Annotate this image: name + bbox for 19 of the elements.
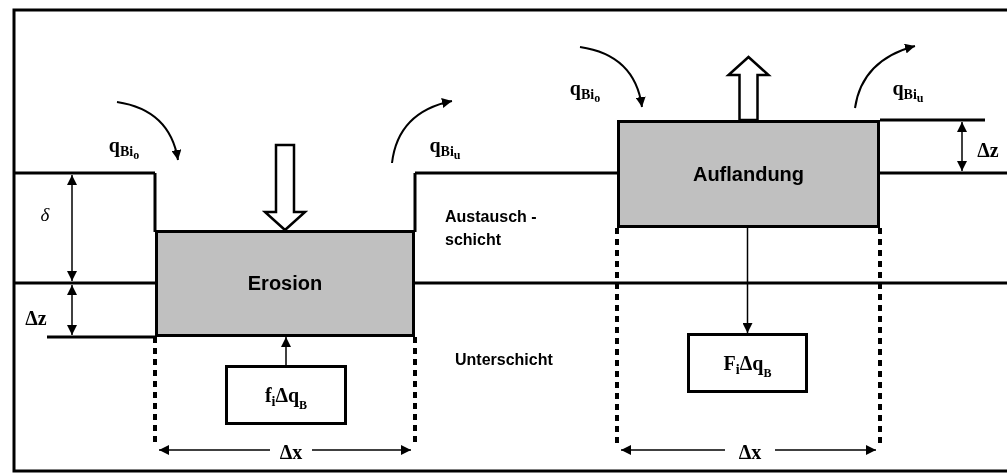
shaded-block xyxy=(155,230,415,337)
dimension-label: δ xyxy=(40,204,50,226)
arrow xyxy=(742,227,753,334)
layer-label: Austausch - schicht xyxy=(445,206,538,250)
arrow xyxy=(281,336,291,366)
process-label: Auflandung xyxy=(692,162,805,186)
hollow-arrow xyxy=(261,143,309,232)
formula-text: F$_{i}$Δq$_{B}$ xyxy=(723,351,772,375)
formula-text: f$_{i}$Δq$_{B}$ xyxy=(264,383,308,407)
formula-box xyxy=(225,365,347,425)
dimension-label: Δx xyxy=(738,440,762,464)
hollow-arrow xyxy=(725,55,772,122)
shaded-block xyxy=(617,120,880,228)
dimension-label: Δz xyxy=(977,138,999,162)
layer-label: Unterschicht xyxy=(455,350,554,371)
formula-box xyxy=(687,333,808,393)
process-label: Erosion xyxy=(247,272,323,295)
dimension-label: Δx xyxy=(279,440,303,464)
dimension-label: Δz xyxy=(25,306,47,330)
